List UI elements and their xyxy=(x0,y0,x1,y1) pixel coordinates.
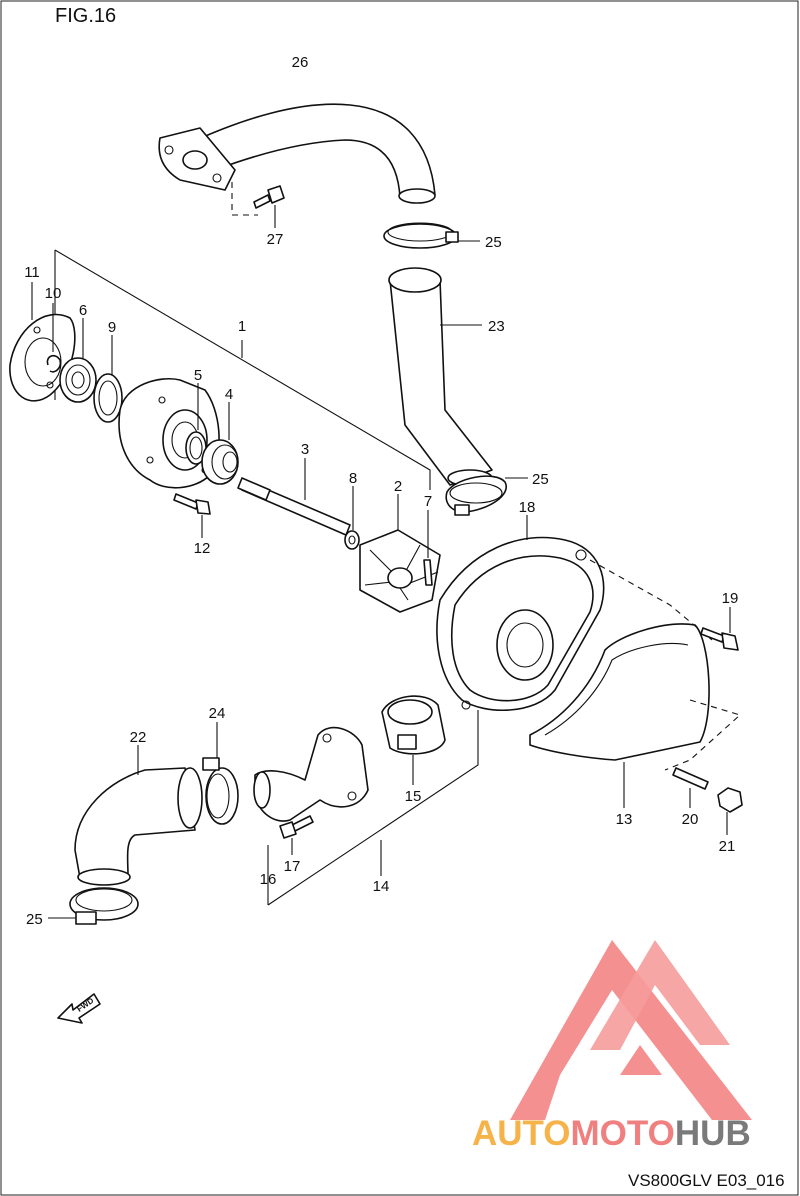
callout-7: 7 xyxy=(424,493,432,510)
part-20-stud xyxy=(672,767,709,790)
part-9-seal xyxy=(93,373,123,423)
callout-18: 18 xyxy=(519,499,536,516)
part-4-mech-seal xyxy=(201,439,239,485)
callout-8: 8 xyxy=(349,470,357,487)
callout-17: 17 xyxy=(284,858,301,875)
callout-9: 9 xyxy=(108,319,116,336)
callout-11: 11 xyxy=(24,264,40,281)
watermark-hub: HUB xyxy=(675,1114,751,1153)
callout-23: 23 xyxy=(488,318,505,335)
callout-25c: 25 xyxy=(26,911,43,928)
callout-20: 20 xyxy=(682,811,699,828)
callout-3: 3 xyxy=(301,441,309,458)
figure-code: VS800GLV E03_016 xyxy=(628,1171,785,1190)
part-22-hose-lower xyxy=(74,767,203,886)
callout-16: 16 xyxy=(260,871,277,888)
part-25-clamp-upper xyxy=(383,222,459,249)
part-8-washer xyxy=(344,530,360,550)
part-10-circlip xyxy=(46,354,62,373)
part-15-thermostat xyxy=(381,695,446,755)
part-2-impeller xyxy=(359,529,441,613)
part-25-clamp-middle xyxy=(445,475,508,516)
watermark-text: AUTOMOTOHUB xyxy=(472,1114,751,1153)
callout-26: 26 xyxy=(292,54,309,71)
callout-19: 19 xyxy=(722,590,739,607)
callout-14: 14 xyxy=(373,878,390,895)
callout-10: 10 xyxy=(45,285,62,302)
part-21-nut xyxy=(717,787,743,813)
callout-25b: 25 xyxy=(532,471,549,488)
part-19-bolt xyxy=(700,627,739,651)
part-23-hose-middle xyxy=(388,267,493,487)
part-24-clamp xyxy=(202,757,239,825)
callout-21: 21 xyxy=(719,838,736,855)
callout-15: 15 xyxy=(405,788,422,805)
part-11-plate xyxy=(9,313,76,402)
part-27-bolt xyxy=(253,185,285,209)
part-25-clamp-lower xyxy=(69,887,139,925)
dash-26 xyxy=(231,182,258,216)
watermark-moto: MOTO xyxy=(571,1114,675,1153)
callout-1: 1 xyxy=(238,318,246,335)
watermark-auto: AUTO xyxy=(472,1114,571,1153)
bracket-14 xyxy=(267,710,479,906)
callout-2: 2 xyxy=(394,478,402,495)
callout-27: 27 xyxy=(267,231,284,248)
callout-6: 6 xyxy=(79,302,87,319)
part-6-bearing xyxy=(59,357,97,403)
part-12-bolt xyxy=(173,493,211,515)
part-26-hose-upper xyxy=(158,103,436,204)
part-17-bolt xyxy=(279,815,314,839)
callout-5: 5 xyxy=(194,367,202,384)
part-18-gasket-cover xyxy=(436,536,605,712)
part-7-pin xyxy=(423,559,433,586)
watermark-logo xyxy=(510,940,752,1120)
callout-12: 12 xyxy=(194,540,211,557)
callout-24: 24 xyxy=(209,705,226,722)
part-3-shaft xyxy=(237,477,351,536)
svg-text:AUTOMOTOHUB: AUTOMOTOHUB xyxy=(472,1114,751,1153)
callout-22: 22 xyxy=(130,729,147,746)
fwd-arrow: FWD xyxy=(57,993,101,1024)
figure-title: FIG.16 xyxy=(55,5,116,27)
callout-13: 13 xyxy=(616,811,633,828)
bracket-1-line xyxy=(54,249,431,490)
dash-13a xyxy=(589,559,713,641)
part-16-housing xyxy=(253,726,369,822)
callout-4: 4 xyxy=(225,386,233,403)
dash-13b xyxy=(664,699,742,771)
callout-25a: 25 xyxy=(485,234,502,251)
